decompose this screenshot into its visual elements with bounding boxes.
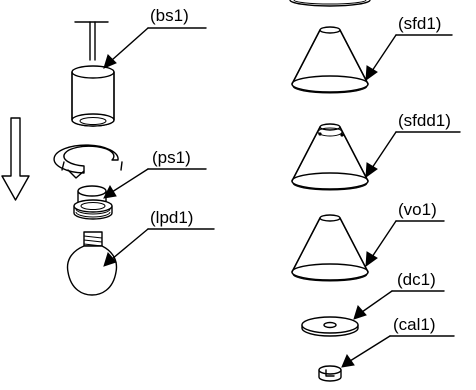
split-ring: [53, 144, 123, 179]
cone-shade-vo1: [291, 214, 369, 282]
cone-shade-sfd1: [291, 26, 369, 94]
threaded-ring-ps1: [73, 185, 113, 220]
label-ps1: (ps1): [152, 148, 191, 167]
label-lpd1: (lpd1): [150, 208, 193, 227]
callout-dc1: (dc1): [353, 270, 445, 320]
callout-sfdd1: (sfdd1): [365, 111, 461, 179]
label-sfdd1: (sfdd1): [398, 111, 451, 130]
small-cap-cal1: [318, 365, 342, 382]
label-vo1: (vo1): [398, 200, 437, 219]
assembly-direction-arrow: [1, 117, 30, 201]
label-sfd1: (sfd1): [398, 14, 441, 33]
callout-sfd1: (sfd1): [365, 14, 453, 82]
callout-bs1: (bs1): [103, 6, 207, 69]
label-cal1: (cal1): [393, 315, 436, 334]
partial-shade-top: [289, 0, 371, 7]
callout-lpd1: (lpd1): [103, 208, 215, 267]
socket-cylinder-bs1: [71, 65, 115, 127]
callout-vo1: (vo1): [365, 200, 445, 268]
light-bulb-lpd1: [66, 231, 118, 296]
ceiling-mount: [74, 21, 109, 61]
cone-shade-sfdd1: [291, 123, 369, 191]
label-dc1: (dc1): [397, 270, 436, 289]
washer-disc-dc1: [301, 316, 359, 337]
label-bs1: (bs1): [150, 6, 189, 25]
callout-cal1: (cal1): [341, 315, 455, 368]
callout-ps1: (ps1): [103, 148, 207, 199]
